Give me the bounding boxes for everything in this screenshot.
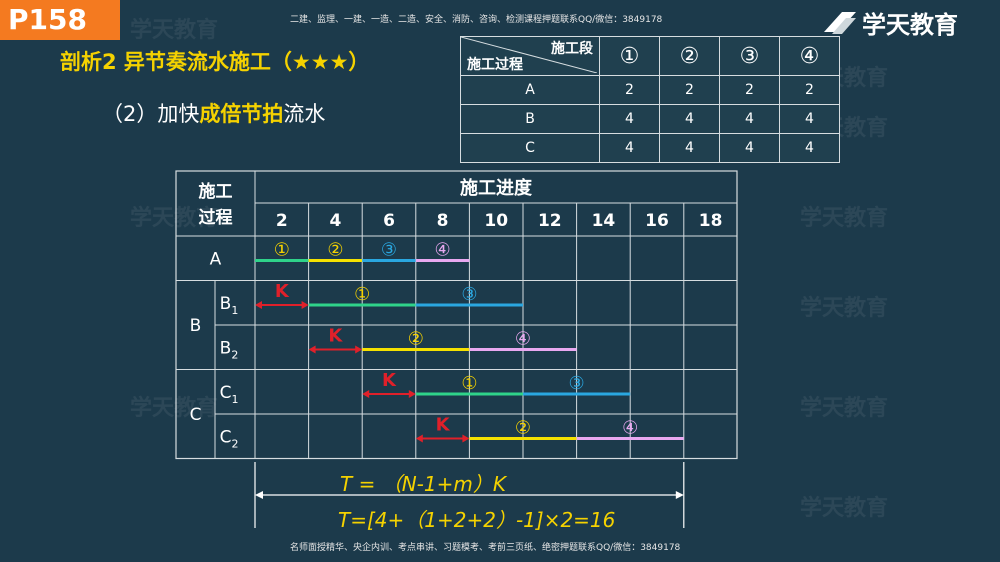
arrow-head	[462, 434, 470, 443]
process-group-label: C	[190, 405, 202, 425]
segment-label: ②	[515, 417, 531, 438]
header-process-label-line2: 过程	[199, 208, 233, 228]
section-subtitle: （2）加快成倍节拍流水	[102, 102, 326, 126]
time-tick-label: 8	[437, 211, 449, 231]
segment-label: ③	[569, 373, 585, 394]
segment-label: ④	[515, 328, 531, 349]
header-process-label-line1: 施工	[199, 181, 233, 202]
segment-label: ④	[622, 417, 638, 438]
watermark: 学天教育	[800, 396, 889, 421]
time-tick-label: 14	[592, 211, 616, 231]
time-tick-label: 16	[645, 211, 669, 231]
segment-label: ①	[274, 239, 290, 260]
time-tick-label: 6	[383, 211, 395, 231]
arrow-head	[301, 300, 309, 309]
arrow-head	[255, 491, 263, 499]
segment-label: ②	[408, 328, 424, 349]
segment-label: ①	[354, 284, 370, 305]
sub-process-label: C2	[220, 427, 239, 450]
k-interval-label: K	[275, 281, 290, 302]
header-progress-title: 施工进度	[460, 177, 533, 199]
arrow-head	[415, 434, 423, 443]
process-group-label: A	[210, 249, 222, 269]
arrow-head	[308, 345, 316, 354]
logo-text: 学天教育	[862, 10, 958, 39]
sub-process-label: B1	[220, 294, 239, 317]
sub-process-label: B2	[220, 338, 239, 361]
formula-calculation: T=[4+（1+2+2）-1]×2=16	[338, 508, 616, 532]
segment-label: ③	[461, 284, 477, 305]
watermark: 学天教育	[800, 206, 889, 231]
bottom-contact-note: 名师面授精华、央企内训、考点串讲、习题模考、考前三页纸、绝密押题联系QQ/微信：…	[290, 543, 681, 553]
segment-label: ②	[327, 239, 343, 260]
segment-label: ③	[381, 239, 397, 260]
top-contact-note: 二建、监理、一建、一造、二造、安全、消防、咨询、检测课程押题联系QQ/微信：38…	[290, 15, 663, 25]
segment-label: ④	[435, 239, 451, 260]
page-number-badge: P158	[0, 0, 120, 40]
process-group-label: B	[190, 316, 202, 336]
formula-general: T = （N-1+m）K	[340, 472, 506, 496]
segment-header: ①	[599, 36, 660, 76]
arrow-head	[408, 389, 416, 398]
time-tick-label: 4	[329, 211, 341, 231]
arrow-head	[355, 345, 363, 354]
arrow-head	[362, 389, 370, 398]
time-tick-label: 18	[699, 211, 723, 231]
watermark: 学天教育	[800, 496, 889, 521]
watermark: 学天教育	[800, 296, 889, 321]
table-corner-header: 施工段 施工过程	[460, 36, 600, 76]
time-tick-label: 2	[276, 211, 288, 231]
k-interval-label: K	[382, 370, 397, 391]
segment-header: ②	[659, 36, 720, 76]
segment-header: ④	[779, 36, 840, 76]
gantt-frame	[175, 170, 738, 460]
k-interval-label: K	[436, 414, 451, 435]
arrow-head	[255, 300, 262, 309]
segment-label: ①	[461, 373, 477, 394]
brand-logo: 学天教育	[822, 6, 958, 39]
watermark: 学天教育	[130, 396, 219, 421]
k-interval-label: K	[328, 325, 343, 346]
time-tick-label: 10	[484, 211, 508, 231]
watermark: 学天教育	[130, 206, 219, 231]
time-tick-label: 12	[538, 211, 562, 231]
arrow-head	[675, 491, 684, 499]
sub-process-label: C1	[220, 383, 239, 406]
watermark: 学天教育	[130, 18, 219, 43]
section-title: 剖析2 异节奏流水施工（★★★）	[60, 50, 370, 74]
logo-icon	[824, 12, 856, 34]
